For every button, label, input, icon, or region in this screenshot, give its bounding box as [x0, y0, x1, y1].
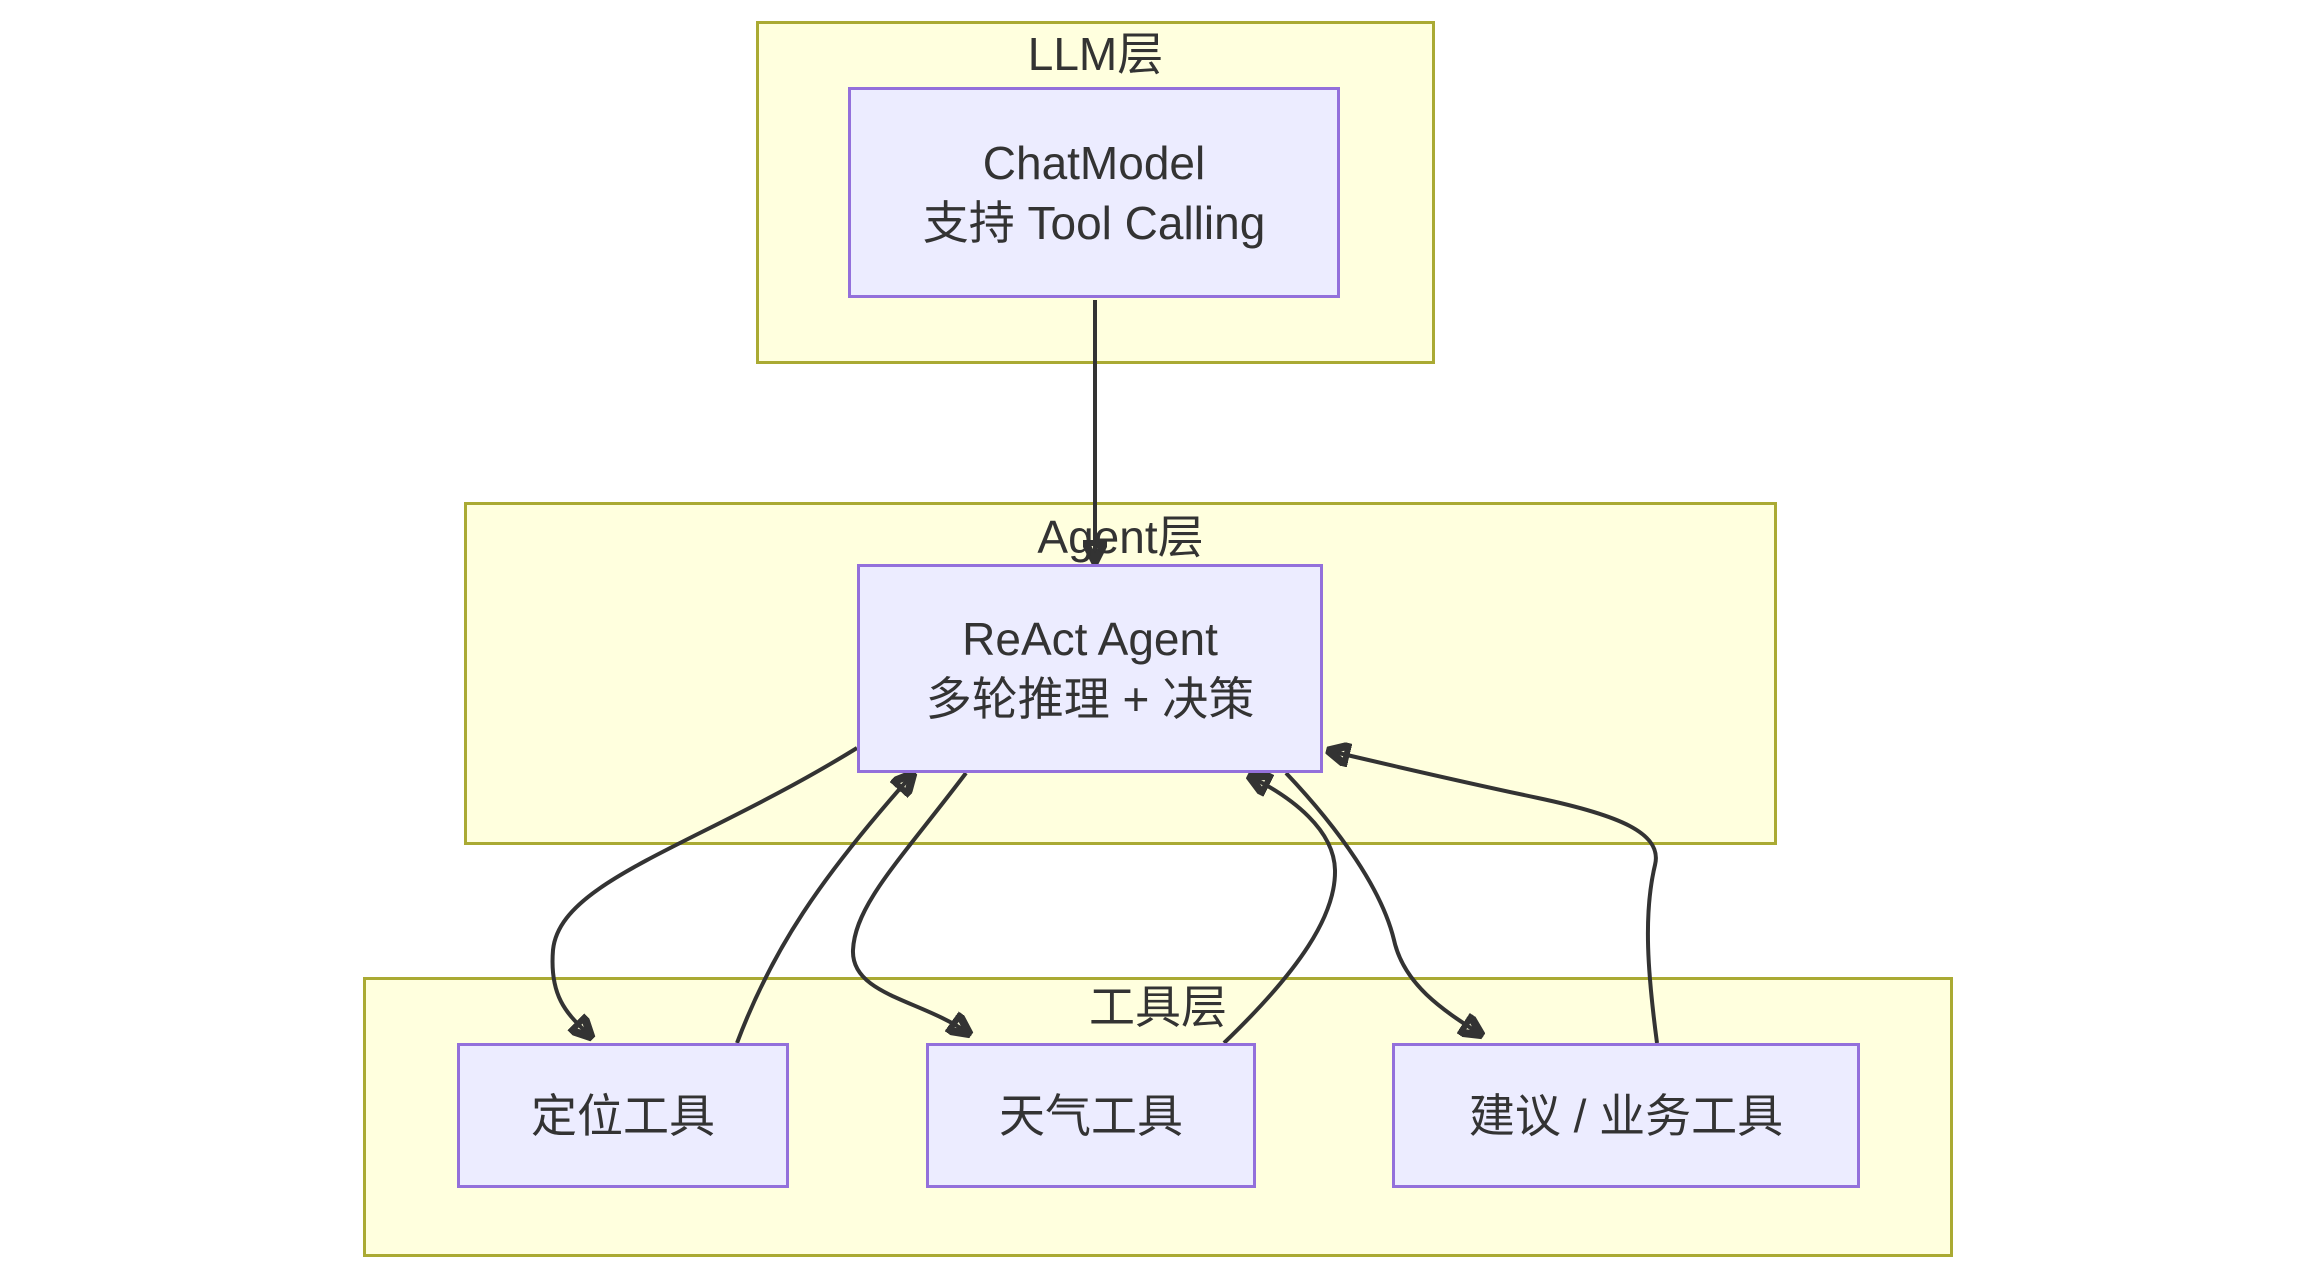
cluster-label-llm-layer: LLM层 — [1027, 28, 1164, 80]
node-label-line: 天气工具 — [999, 1089, 1183, 1142]
node-weather-tool: 天气工具 — [926, 1043, 1256, 1188]
node-react-agent: ReAct Agent 多轮推理 + 决策 — [857, 564, 1323, 773]
node-label-line: 定位工具 — [531, 1089, 715, 1142]
cluster-label-agent-layer: Agent层 — [1037, 511, 1204, 563]
cluster-label-tool-layer: 工具层 — [1089, 981, 1227, 1033]
node-label-line: ReAct Agent — [962, 612, 1218, 665]
node-label-line: 支持 Tool Calling — [922, 196, 1266, 249]
node-chat-model: ChatModel 支持 Tool Calling — [848, 87, 1340, 298]
node-label-line: 多轮推理 + 决策 — [925, 672, 1255, 725]
node-advice-tool: 建议 / 业务工具 — [1392, 1043, 1860, 1188]
node-locate-tool: 定位工具 — [457, 1043, 789, 1188]
node-label-line: ChatModel — [982, 136, 1206, 189]
node-label-line: 建议 / 业务工具 — [1468, 1089, 1784, 1142]
